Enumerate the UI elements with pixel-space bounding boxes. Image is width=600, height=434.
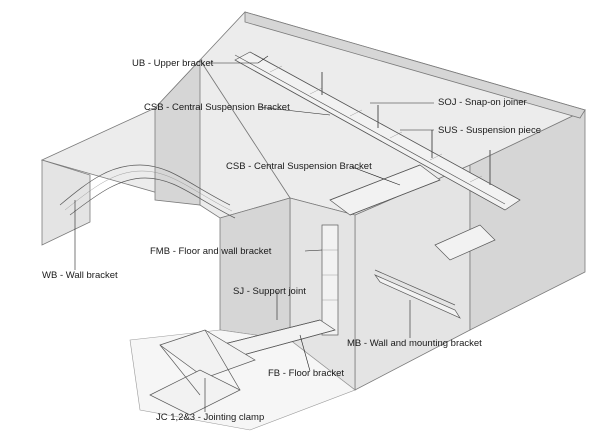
label-central-suspension-bracket-mid: CSB - Central Suspension Bracket [226,161,372,172]
vertical-riser-tray [321,224,339,336]
label-floor-bracket: FB - Floor bracket [268,368,345,379]
suspension-rods [321,72,491,185]
upper-cable-tray [234,51,521,211]
middle-cable-tray [329,164,441,216]
label-central-suspension-bracket-top: CSB - Central Suspension Bracket [144,102,290,113]
label-suspension-piece: SUS - Suspension piece [438,125,541,136]
right-wall-tray [373,269,461,319]
right-upper-tray [434,224,496,261]
back-wall-strip [244,11,586,119]
cross-junction-tray [149,329,256,416]
label-snap-on-joiner: SOJ - Snap-on joiner [438,97,527,108]
left-wall-face [41,159,91,246]
label-support-joint: SJ - Support joint [233,286,306,297]
left-wall-inner [154,58,201,206]
left-curved-tray [59,164,236,219]
label-floor-and-wall-bracket: FMB - Floor and wall bracket [150,246,272,257]
label-jointing-clamp: JC 1,2&3 - Jointing clamp [156,412,265,423]
label-wall-bracket: WB - Wall bracket [42,270,118,281]
leader-lines [74,55,434,412]
central-pillar-side [219,197,291,341]
label-wall-and-mounting-bracket: MB - Wall and mounting bracket [347,338,482,349]
label-upper-bracket: UB - Upper bracket [132,58,214,69]
